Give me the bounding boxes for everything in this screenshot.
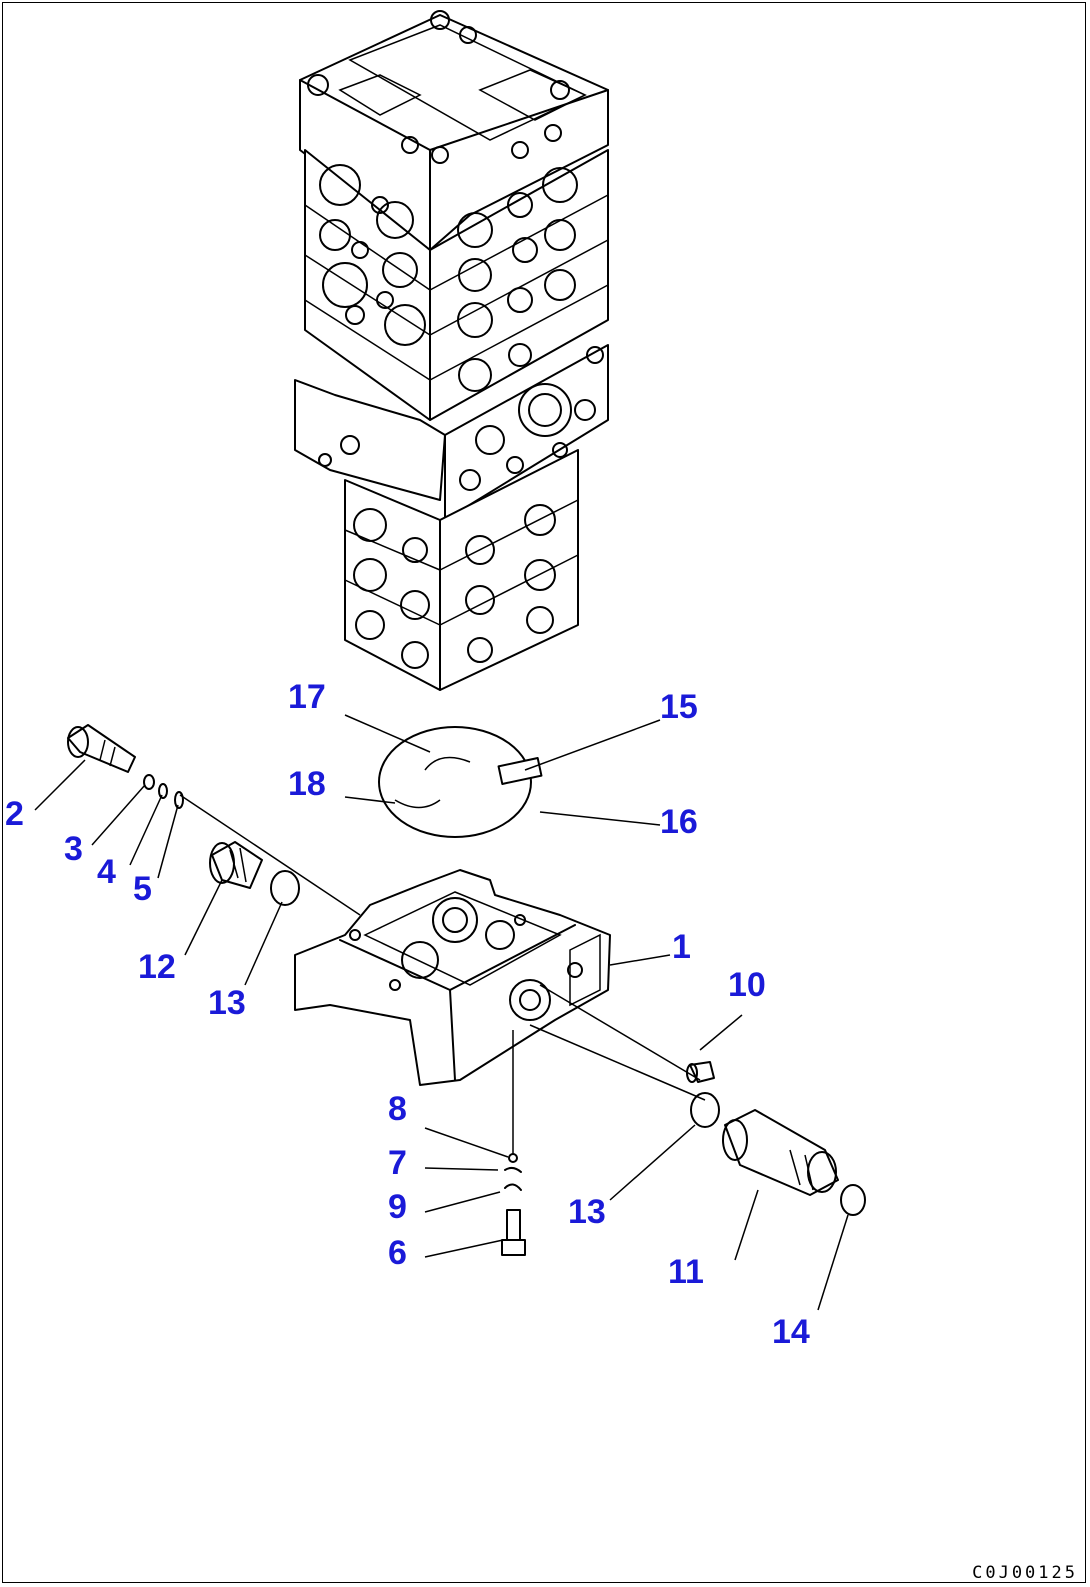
o-ring-13-left — [270, 870, 300, 906]
plug-part-10 — [686, 1061, 715, 1083]
plug-part-12 — [209, 841, 263, 889]
o-ring-plate — [378, 726, 543, 838]
callout-1: 1 — [672, 928, 691, 966]
callout-3: 3 — [64, 830, 83, 868]
callout-2: 2 — [5, 795, 24, 833]
callout-18: 18 — [288, 765, 326, 803]
callout-9: 9 — [388, 1188, 407, 1226]
callout-4: 4 — [97, 853, 116, 891]
callout-8: 8 — [388, 1090, 407, 1128]
leader-lines — [34, 714, 849, 1311]
callout-6: 6 — [388, 1234, 407, 1272]
callout-10: 10 — [728, 966, 766, 1004]
callout-11: 11 — [668, 1253, 704, 1291]
o-ring-13-right — [690, 1092, 720, 1128]
valve-part-11 — [722, 1109, 839, 1196]
callout-14: 14 — [772, 1313, 810, 1351]
callout-12: 12 — [138, 948, 176, 986]
control-valve-stack — [294, 10, 609, 691]
callout-16: 16 — [660, 803, 698, 841]
plug-part-2 — [67, 724, 136, 773]
callout-15: 15 — [660, 688, 698, 726]
ball-part-8 — [508, 1153, 518, 1163]
callout-13-left: 13 — [208, 984, 246, 1022]
washer-part-9 — [504, 1183, 522, 1191]
drawing-code: C0J00125 — [972, 1563, 1078, 1583]
o-ring-5 — [174, 791, 184, 809]
o-ring-3 — [143, 774, 155, 790]
o-ring-4 — [158, 783, 168, 799]
callout-5: 5 — [133, 870, 152, 908]
callout-13-right: 13 — [568, 1193, 606, 1231]
valve-body-part-1 — [294, 869, 611, 1086]
spring-part-7 — [504, 1166, 522, 1173]
callout-17: 17 — [288, 678, 326, 716]
o-ring-14 — [840, 1184, 866, 1216]
plug-part-6 — [501, 1209, 526, 1256]
callout-7: 7 — [388, 1144, 407, 1182]
